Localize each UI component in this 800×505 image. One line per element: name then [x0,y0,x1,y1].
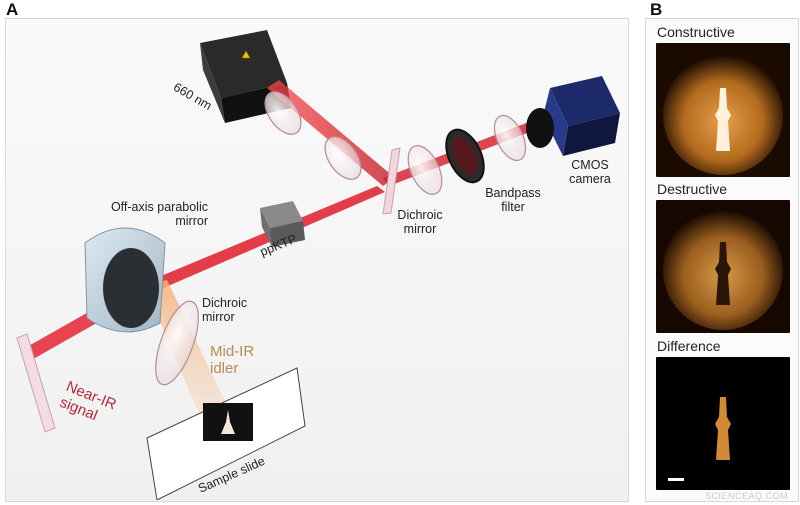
scale-bar [668,478,684,481]
difference-title: Difference [657,338,721,354]
lens-3 [407,145,443,195]
lens-1 [264,91,302,135]
dichroic-top-label-line2: mirror [403,222,437,236]
main-beam [137,186,385,296]
parabolic-mirror-label: Off-axis parabolic mirror [86,200,208,228]
dichroic-mirror-top-label: Dichroic mirror [390,208,450,236]
idler-label-line2: idler [210,360,239,377]
near-ir-end-mirror [16,333,56,433]
laser-warning-icon [241,50,251,59]
dichroic-mirror-top [382,147,401,215]
watermark: SCIENCEAQ.COM [704,491,788,501]
cmos-camera [526,76,620,156]
optical-setup-diagram [16,30,620,500]
tower-difference [715,397,731,460]
constructive-image [656,43,790,177]
parabolic-label-line1: Off-axis parabolic [110,200,208,214]
mid-ir-idler-label: Mid-IR idler [210,343,254,377]
bandpass-filter-label: Bandpass filter [478,186,548,214]
bandpass-label-line1: Bandpass [485,186,541,200]
pump-beam [267,80,395,186]
dichroic-mirror-bottom-label: Dichroic mirror [202,296,247,324]
panel-a-letter: A [6,0,19,19]
off-axis-parabolic-mirror [84,227,166,333]
lens-4 [493,114,527,162]
tower-dark [715,242,731,305]
dichroic-bottom-label-line2: mirror [202,310,235,324]
dichroic-mirror-bottom [155,300,199,386]
constructive-title: Constructive [657,24,735,40]
cmos-label-line2: camera [569,172,611,186]
bandpass-label-line2: filter [501,200,525,214]
dichroic-bottom-label-line1: Dichroic [202,296,248,310]
cmos-label-line1: CMOS [571,158,609,172]
cmos-camera-label: CMOS camera [560,158,620,186]
difference-image [656,357,790,490]
idler-label-line1: Mid-IR [210,343,255,360]
destructive-title: Destructive [657,181,728,197]
ppktp-crystal [260,201,305,247]
panel-b-letter: B [650,0,663,19]
dichroic-top-label-line1: Dichroic [397,208,443,222]
lens-2 [324,136,362,180]
parabolic-label-line2: mirror [175,214,208,228]
sample-slide [146,367,306,500]
tower-bright [715,88,731,151]
destructive-image [656,200,790,333]
